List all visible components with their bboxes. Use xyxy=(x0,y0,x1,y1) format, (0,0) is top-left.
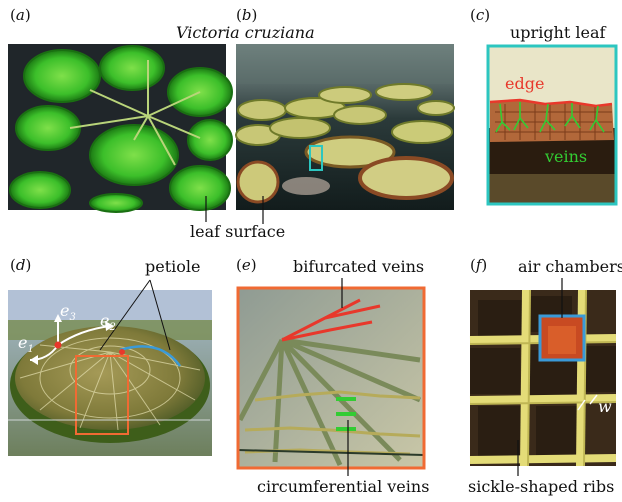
radial-veins xyxy=(19,337,201,431)
sickle-ribs xyxy=(469,289,617,467)
origin-point xyxy=(54,341,62,349)
panel-a-label: (a) xyxy=(10,6,31,24)
bifurcated-veins-label: bifurcated veins xyxy=(293,257,425,276)
edge-label: edge xyxy=(505,74,545,93)
panel-f-label: (f) xyxy=(470,256,488,274)
panel-d-label: (d) xyxy=(10,256,32,274)
air-chambers-label: air chambers xyxy=(518,257,622,276)
petiole-label: petiole xyxy=(145,257,201,276)
vein-lines xyxy=(495,102,605,133)
circumferential-veins-label: circumferential veins xyxy=(257,477,430,496)
lily-pads xyxy=(9,45,233,213)
petioles-radiating xyxy=(69,60,201,166)
sickle-shaped-ribs-label: sickle-shaped ribs xyxy=(468,477,615,496)
panel-d-image xyxy=(8,279,212,456)
petiole-line xyxy=(119,345,182,367)
panel-b-label: (b) xyxy=(236,6,258,24)
species-title: Victoria cruziana xyxy=(176,23,315,42)
axis-e2-label: e2 xyxy=(100,311,116,334)
pond-lily-pads xyxy=(235,83,455,204)
panel-e-label: (e) xyxy=(236,256,257,274)
circumferential-vein-highlight xyxy=(336,397,356,431)
panel-f-image xyxy=(469,278,617,476)
center-point xyxy=(119,349,125,355)
panel-b-image xyxy=(235,44,455,224)
panel-c-image xyxy=(486,44,618,206)
axis-e3-label: e3 xyxy=(60,301,76,324)
panel-a-image xyxy=(8,44,233,222)
panel-c-label: (c) xyxy=(470,6,491,24)
veins-label: veins xyxy=(545,147,588,166)
panel-e-image xyxy=(236,278,426,476)
upright-leaf-label: upright leaf xyxy=(510,23,606,42)
edge-line xyxy=(489,98,613,108)
width-marker xyxy=(577,394,598,411)
panel-e-frame xyxy=(236,286,426,470)
zoom-box-teal xyxy=(309,145,323,171)
axis-e1-label: e1 xyxy=(18,333,34,356)
leaf-surface-label: leaf surface xyxy=(190,222,286,241)
panel-c-frame xyxy=(486,44,618,206)
zoom-box-orange xyxy=(75,355,129,435)
vein-network xyxy=(237,337,421,467)
width-w-label: w xyxy=(598,397,612,416)
bifurcated-vein-highlight xyxy=(281,298,381,342)
